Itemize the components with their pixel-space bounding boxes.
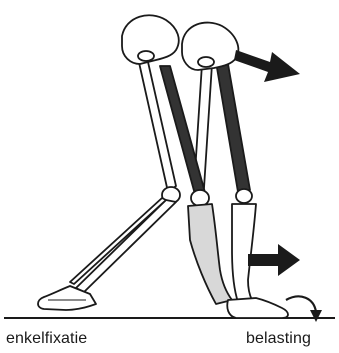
label-loading: belasting [246,331,311,347]
right-hamstring-band [216,62,250,192]
right-calf [188,204,232,304]
left-tibia [76,200,176,292]
left-fibula [70,198,166,284]
label-ankle-fixation: enkelfixatie [6,331,87,347]
arrow-upper-icon [234,50,300,82]
right-tibia [232,204,256,302]
left-leg [38,15,180,310]
right-foot [227,298,288,318]
arrow-lower-icon [248,244,300,276]
curved-arrow-icon [286,296,316,312]
